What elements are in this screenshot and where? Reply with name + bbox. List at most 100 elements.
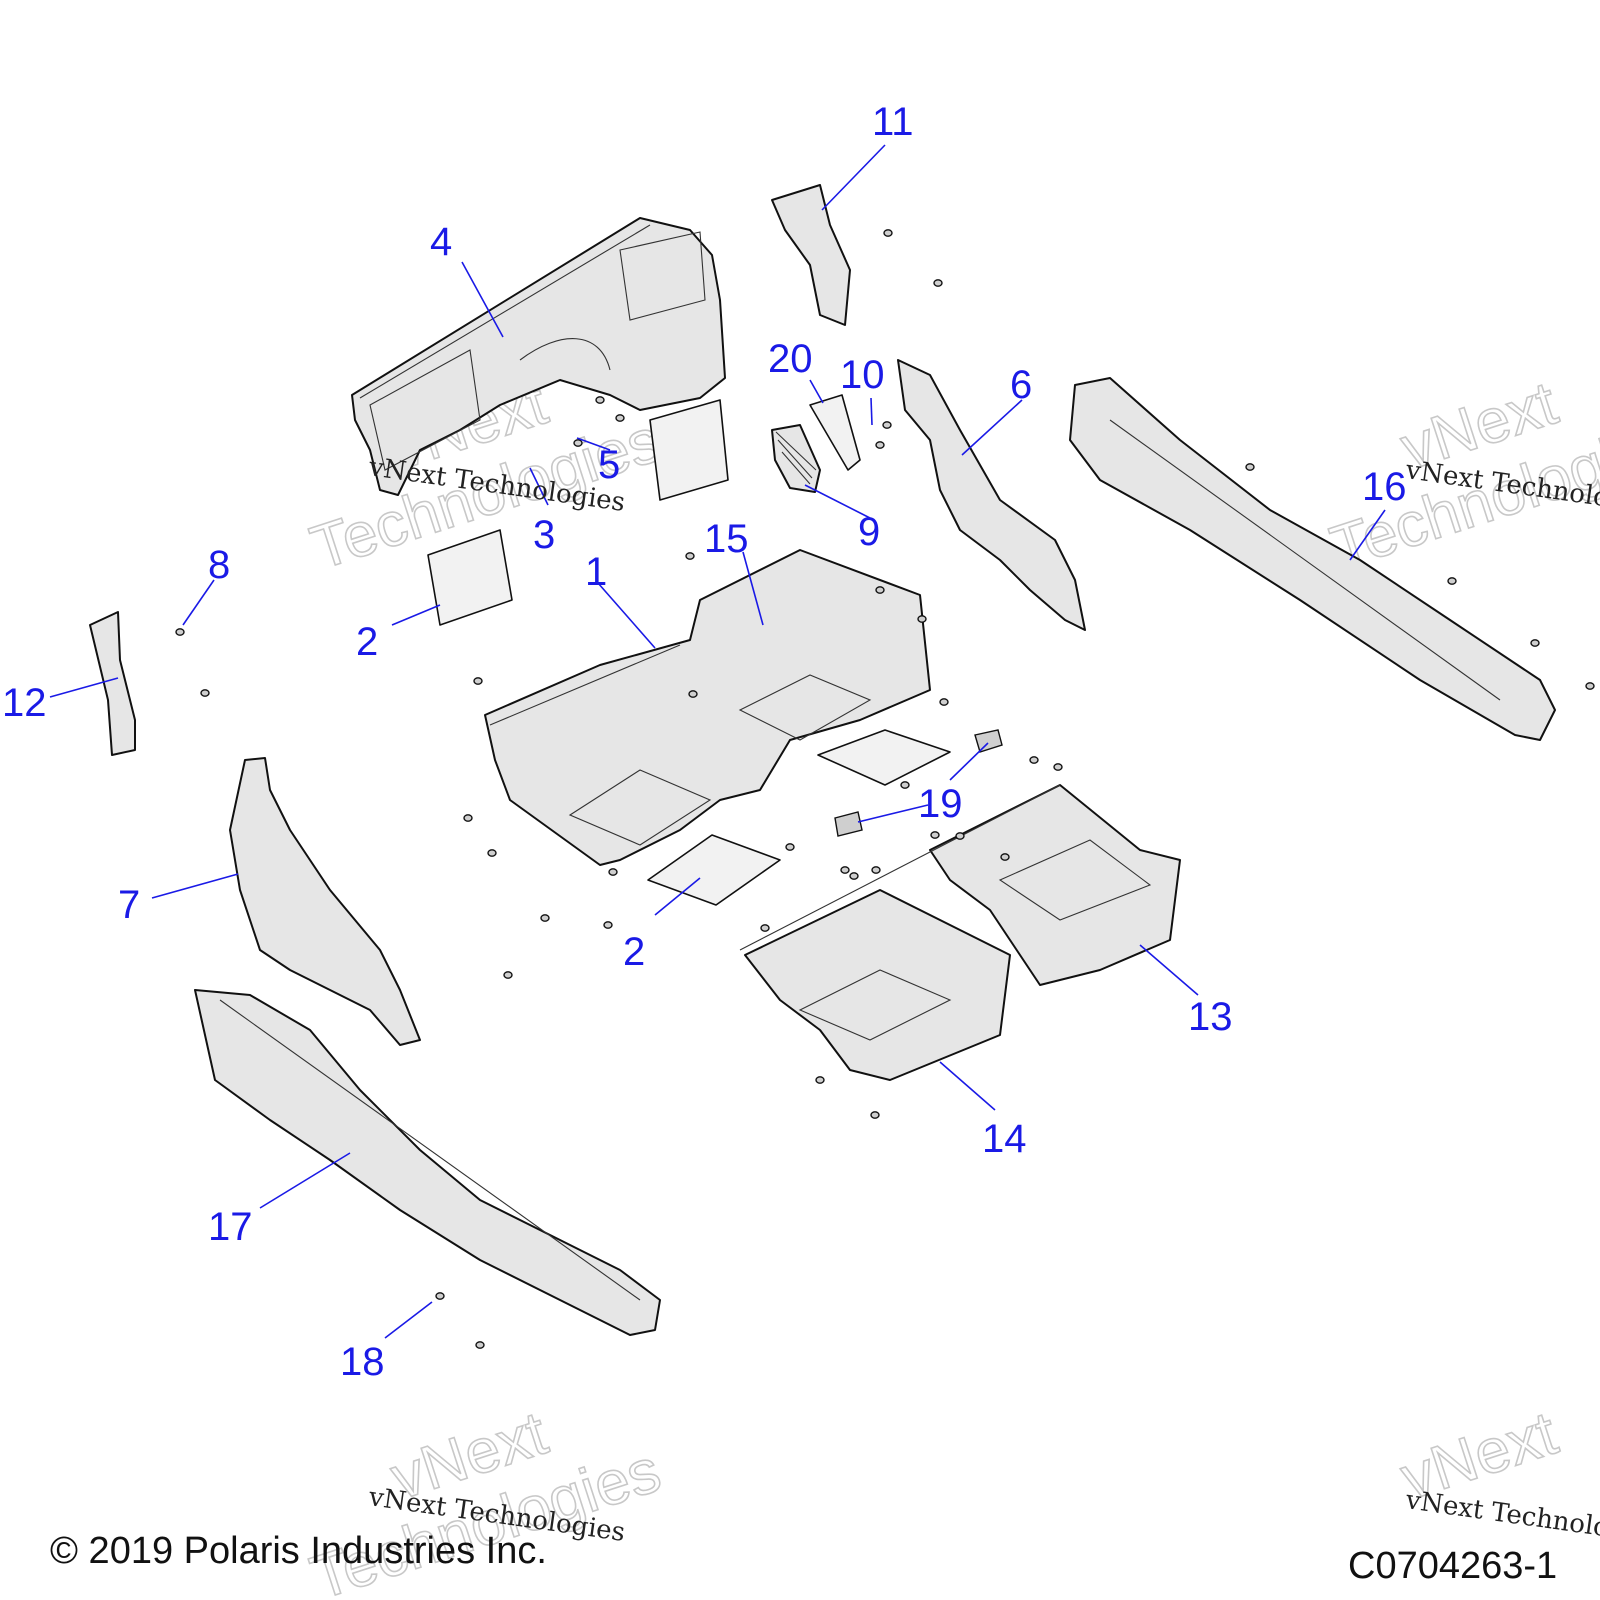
part-20-bracket [809,394,861,471]
callout-4: 4 [430,220,452,264]
part-1-floor-tub [484,549,931,866]
fastener [475,1341,485,1349]
leader-1 [597,582,656,649]
fastener [939,698,949,706]
callout-1: 1 [585,550,607,594]
fastener [917,615,927,623]
fastener [200,689,210,697]
leader-12 [49,677,119,698]
leader-14 [939,1061,996,1111]
leader-7 [151,873,239,899]
fastener [871,866,881,874]
part-17-left-rocker [194,989,661,1336]
leader-4 [461,261,504,338]
leader-13 [1139,944,1199,996]
leader-18 [384,1301,433,1339]
part-6-right-panel [897,359,1086,631]
fastener [573,439,583,447]
leader-8 [182,579,215,626]
part-12-left-trim [89,611,136,756]
fastener [1053,763,1063,771]
leader-15 [742,551,764,626]
leader-3 [529,467,549,506]
callout-8: 8 [208,543,230,587]
drawing-number: C0704263-1 [1348,1545,1557,1587]
callout-10: 10 [840,353,885,397]
part-13-14-floor-pans [739,784,1181,1081]
fastener [1029,756,1039,764]
callout-5: 5 [598,443,620,487]
fastener [849,872,859,880]
fastener [1585,682,1595,690]
leader-5 [576,437,611,451]
callout-15: 15 [704,517,749,561]
part-19-clip-upper [974,729,1003,753]
leader-19b [949,742,989,781]
part-7-left-panel [229,757,421,1046]
callout-11: 11 [872,100,914,144]
fastener [603,921,613,929]
fastener [840,866,850,874]
leader-2a [391,604,441,626]
callout-3: 3 [533,513,555,557]
callout-20: 20 [768,337,813,381]
leader-19a [857,804,929,823]
fastener [883,229,893,237]
part-2-panel-lower [647,834,781,906]
part-panel-mid [817,729,951,786]
copyright-text: © 2019 Polaris Industries Inc. [50,1530,547,1572]
fastener [435,1292,445,1300]
leader-lines [49,144,1386,1339]
fastener [870,1111,880,1119]
leader-20 [809,379,824,404]
part-17-edge [219,999,641,1301]
callout-2: 2 [356,620,378,664]
fastener [815,1076,825,1084]
leader-17 [259,1152,351,1209]
callout-9: 9 [858,510,880,554]
callout-18: 18 [340,1340,385,1384]
fastener [595,396,605,404]
part-9-vent-grille [771,424,821,493]
callout-19: 19 [918,782,963,826]
leader-9 [804,484,871,519]
fastener [933,279,943,287]
leader-2b [654,877,701,916]
fastener [608,868,618,876]
callout-14: 14 [982,1117,1027,1161]
part-11-upper-trim [771,184,851,326]
fastener [1530,639,1540,647]
callout-16: 16 [1362,465,1407,509]
callout-12: 12 [2,681,47,725]
fastener [473,677,483,685]
callout-2: 2 [623,930,645,974]
fastener [760,924,770,932]
fastener [463,814,473,822]
fastener [882,421,892,429]
callout-17: 17 [208,1205,253,1249]
callout-labels: 1 2 2 3 4 5 6 7 8 9 10 11 12 13 14 15 16… [2,100,1407,1384]
fastener [1000,853,1010,861]
part-4-dash-panel [351,217,726,496]
part-19-clip-lower [834,811,863,837]
fastener [1245,463,1255,471]
leader-11 [821,144,886,211]
fastener [503,971,513,979]
part-16-edge [1109,419,1501,701]
callout-7: 7 [118,883,140,927]
leader-6 [961,399,1023,456]
fastener [1447,577,1457,585]
fastener [175,628,185,636]
part-panel-small-upper [649,399,729,501]
fastener [685,552,695,560]
part-2-panel-left [427,529,513,626]
callout-6: 6 [1010,363,1032,407]
fastener [615,414,625,422]
fastener [955,832,965,840]
fastener [900,781,910,789]
watermark-line: vNext Technologies [1403,1485,1600,1551]
leader-16 [1349,509,1386,561]
callout-13: 13 [1188,995,1233,1039]
fastener-group [175,229,1595,1349]
